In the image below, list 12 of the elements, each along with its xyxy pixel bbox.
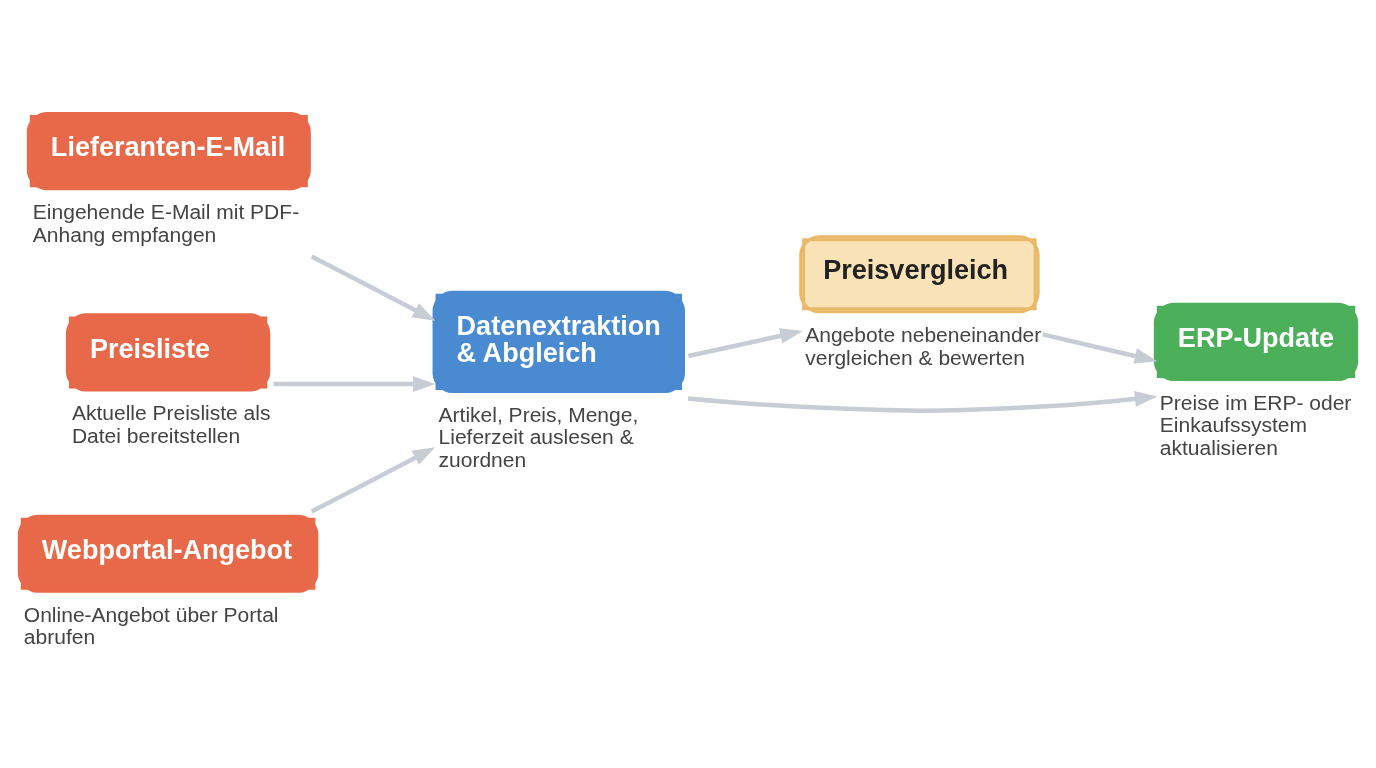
node-label: Angebote nebeneinander vergleichen & bewerten [805,323,1042,369]
node-label: Aktuelle Preisliste als Datei bereitstellen [71,401,271,447]
node-label: Preise im ERP- oder Einkaufssystem aktualisieren [1159,390,1352,459]
arrow [273,376,436,392]
arrow [1042,332,1158,364]
node-label: Online-Angebot über Portal abrufen [23,602,279,649]
node-label: Artikel, Preis, Menge, Lieferzeit auslesen & zuordnen [438,402,639,471]
arrow [310,447,436,514]
arrow [310,254,436,321]
arrow [687,391,1158,413]
arrow [687,328,803,359]
node-label: Eingehende E-Mail mit PDF-Anhang empfangen [32,200,300,246]
